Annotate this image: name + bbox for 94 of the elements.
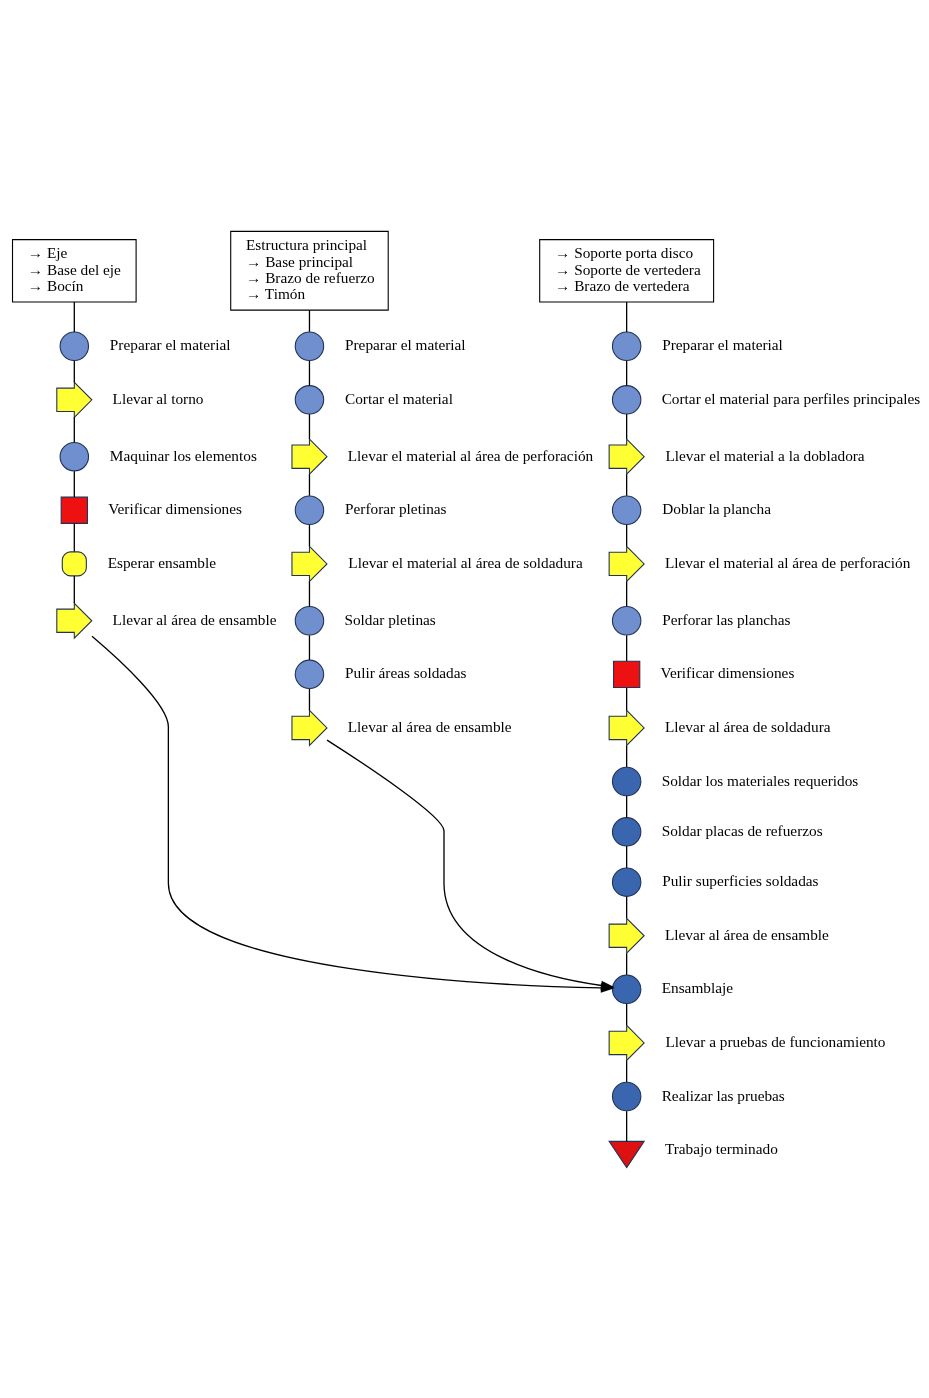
node-arrow: [608, 544, 645, 583]
node-arrow: [608, 708, 645, 747]
node-arrow: [608, 916, 645, 955]
node-circle: [294, 659, 325, 689]
connector: [308, 687, 311, 711]
connector: [73, 300, 75, 333]
connector: [73, 470, 75, 498]
connector: [626, 844, 628, 869]
connector: [626, 1109, 628, 1142]
node-box: Estructura principal → Base principal → Brazo de refuerzo → Timón: [230, 230, 389, 311]
node-circle: [611, 1081, 642, 1111]
node-arrow: [56, 380, 93, 419]
connector: [626, 300, 628, 333]
node-label: Soldar pletinas: [344, 610, 436, 628]
node-circle: [611, 766, 642, 796]
node-label: Esperar ensamble: [107, 553, 216, 571]
node-box: [612, 660, 641, 688]
node-circle: [611, 816, 642, 847]
node-box: → Eje → Base del eje → Bocín: [11, 238, 137, 302]
node-circle: [611, 384, 642, 415]
arrow: [326, 738, 615, 990]
node-label: Maquinar los elementos: [109, 446, 257, 464]
node-arrow: [608, 437, 645, 475]
connector: [626, 473, 628, 496]
node-label: Realizar las pruebas: [661, 1086, 785, 1104]
node-label: Perforar las planchas: [662, 610, 791, 628]
connector: [308, 309, 311, 332]
node-arrow: [291, 708, 328, 747]
node-circle: [294, 384, 325, 415]
connector: [73, 416, 75, 443]
connector: [308, 473, 311, 496]
connector: [626, 952, 628, 975]
node-box: → Soporte porta disco → Soporte de vertedera → Brazo de vertedera: [539, 238, 715, 302]
node-circle: [611, 605, 642, 635]
node-arrow: [56, 601, 93, 640]
node-label: Llevar al área de soldadura: [664, 717, 831, 735]
connector: [308, 523, 311, 547]
connector: [626, 580, 628, 607]
connector: [308, 359, 311, 386]
connector: [308, 413, 311, 440]
node-label: Verificar dimensiones: [108, 499, 243, 517]
node-arrow: [291, 544, 328, 583]
node-label: Cortar el material para perfiles principales: [661, 389, 921, 407]
node-label: Pulir áreas soldadas: [345, 663, 467, 681]
node-circle: [294, 330, 325, 361]
node-triangle: [608, 1140, 646, 1169]
node-circle: [59, 330, 90, 361]
node-label: Llevar el material al área de perforación: [664, 553, 911, 571]
connector: [308, 580, 311, 607]
node-label: Llevar al área de ensamble: [112, 610, 277, 628]
connector: [626, 359, 628, 386]
node-label: Soldar los materiales requeridos: [661, 771, 859, 789]
node-label: Soldar placas de refuerzos: [661, 821, 823, 839]
node-semicircle: [61, 550, 87, 576]
node-label: Llevar el material a la dobladora: [665, 446, 865, 464]
connector: [73, 522, 75, 552]
connector: [626, 413, 628, 440]
node-arrow: [608, 1023, 645, 1062]
node-circle: [611, 495, 642, 525]
node-label: Cortar el material: [345, 389, 453, 407]
node-circle: [611, 330, 642, 361]
node-circle: [59, 441, 90, 471]
connector: [626, 634, 628, 662]
node-label: Verificar dimensiones: [660, 663, 795, 681]
node-label: Llevar al torno: [112, 389, 204, 407]
connector: [308, 634, 311, 661]
node-label: Trabajo terminado: [664, 1139, 778, 1157]
node-label: Preparar el material: [109, 335, 231, 353]
connector: [626, 744, 628, 768]
node-label: Pulir superficies soldadas: [662, 871, 819, 889]
node-box: [60, 496, 88, 524]
node-circle: [611, 974, 642, 1004]
connector: [626, 1002, 628, 1026]
node-circle: [611, 866, 642, 897]
node-label: Llevar el material al área de perforación: [347, 446, 594, 464]
connector: [626, 794, 628, 818]
node-circle: [294, 605, 325, 635]
node-label: Perforar pletinas: [345, 499, 447, 517]
node-arrow: [291, 437, 328, 475]
connector: [626, 1059, 628, 1083]
connector: [73, 359, 75, 383]
node-label: Ensamblaje: [661, 978, 734, 996]
node-label: Llevar al área de ensamble: [664, 925, 829, 943]
connector: [626, 686, 628, 711]
node-label: Llevar al área de ensamble: [347, 717, 512, 735]
node-label: Doblar la plancha: [662, 499, 771, 517]
node-label: Llevar a pruebas de funcionamiento: [665, 1032, 886, 1050]
node-label: Preparar el material: [662, 335, 783, 353]
node-label: Preparar el material: [345, 335, 466, 353]
connector: [626, 895, 628, 919]
connector: [73, 574, 75, 604]
node-label: Llevar el material al área de soldadura: [348, 553, 583, 571]
node-circle: [294, 495, 325, 525]
connector: [626, 523, 628, 547]
